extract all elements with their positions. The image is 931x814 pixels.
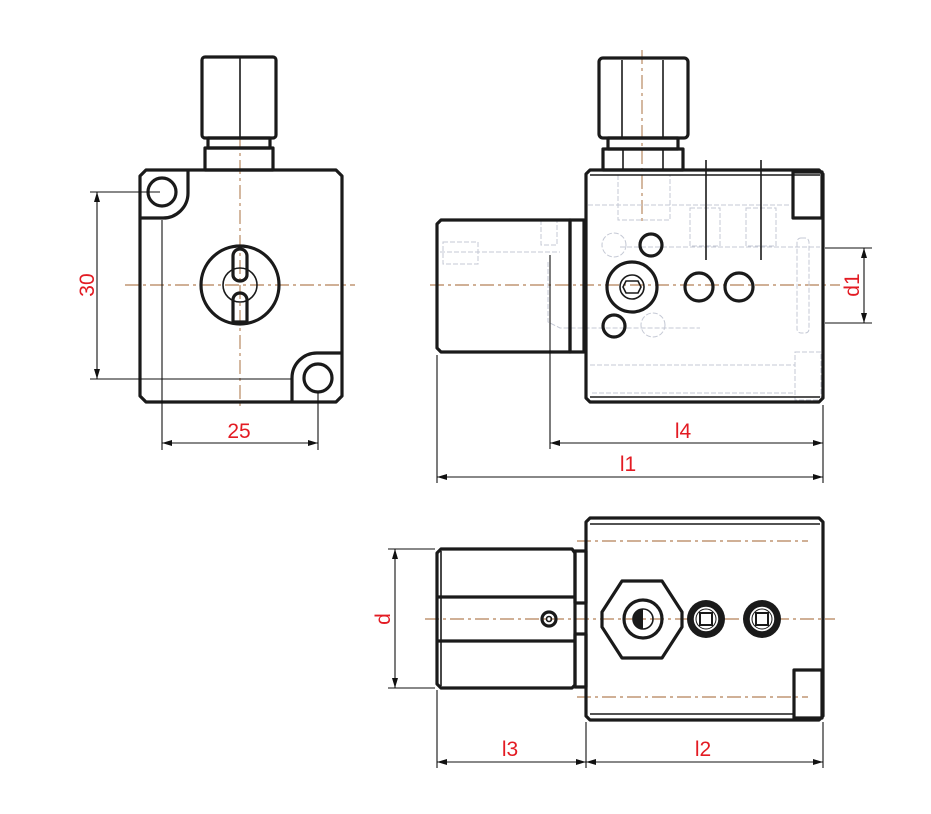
dimension-label-l4: l4 bbox=[675, 420, 692, 443]
bottom-view: d l3 l2 bbox=[372, 516, 835, 768]
shank-collar bbox=[573, 632, 588, 689]
port-circle bbox=[199, 244, 281, 326]
dimension-label-25: 25 bbox=[227, 420, 250, 443]
shank-cylinder bbox=[435, 547, 577, 690]
dimension-label-d: d bbox=[372, 613, 395, 625]
hole bbox=[683, 271, 715, 303]
fitting-hex bbox=[203, 146, 275, 172]
shank-collar bbox=[568, 218, 586, 354]
slot bbox=[231, 247, 249, 283]
dimension-label-l3: l3 bbox=[502, 738, 518, 761]
notch bbox=[791, 170, 824, 220]
hole bbox=[638, 232, 664, 258]
front-view: 30 25 bbox=[76, 55, 355, 450]
corner-pocket bbox=[290, 351, 341, 401]
dimension-label-l2: l2 bbox=[695, 738, 711, 761]
side-view: d1 l4 l1 bbox=[430, 50, 872, 483]
hole bbox=[723, 271, 755, 303]
fitting-nut bbox=[597, 56, 690, 140]
fitting-hex bbox=[600, 579, 684, 660]
body-outline bbox=[138, 168, 344, 404]
hole bbox=[601, 313, 627, 339]
fitting-hex bbox=[601, 147, 685, 172]
shank-collar bbox=[573, 549, 588, 605]
dimension-label-d1: d1 bbox=[841, 273, 864, 296]
mounting-hole bbox=[302, 362, 334, 394]
port-circle bbox=[605, 260, 659, 314]
dimension-label-l1: l1 bbox=[620, 453, 636, 476]
notch bbox=[792, 668, 824, 720]
fitting-nut bbox=[200, 55, 278, 140]
corner-pocket bbox=[141, 171, 190, 220]
set-screw bbox=[743, 600, 781, 638]
hex-socket-icon bbox=[622, 280, 642, 294]
dimension-label-30: 30 bbox=[76, 273, 99, 296]
set-screw bbox=[687, 600, 725, 638]
slot bbox=[231, 291, 249, 324]
hole bbox=[540, 610, 558, 628]
